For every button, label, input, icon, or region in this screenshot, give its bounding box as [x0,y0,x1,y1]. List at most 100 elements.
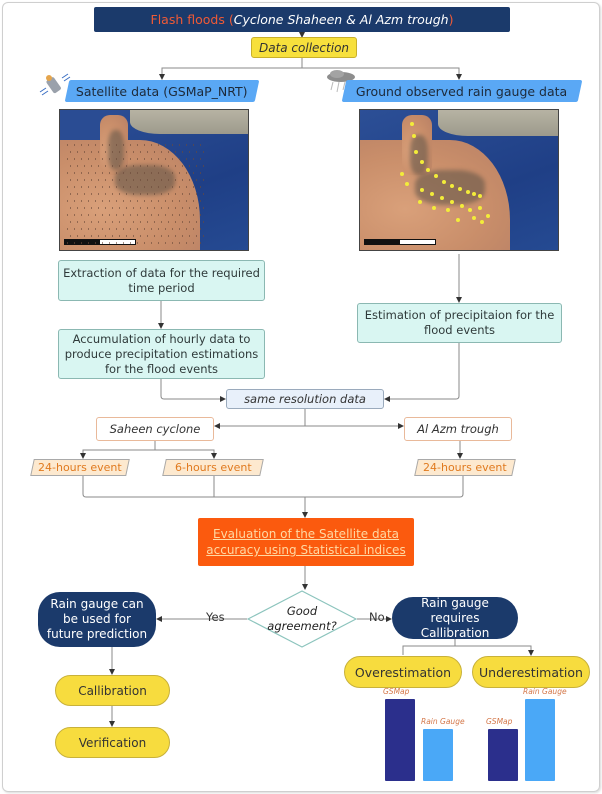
gauge-station-point [478,194,482,198]
grid-point [87,144,90,146]
grid-point [195,151,198,153]
grid-point [73,186,76,188]
grid-point [101,228,104,230]
grid-point [111,179,114,181]
grid-point [199,158,202,160]
grid-point [73,172,76,174]
grid-point [153,221,156,223]
gauge-station-point [450,200,454,204]
grid-point [192,172,195,174]
title-banner: Flash floods (Cyclone Shaheen & Al Azm t… [94,7,510,32]
grid-point [101,144,104,146]
over-rain-gauge-label: Rain Gauge [421,717,465,727]
grid-point [69,235,72,237]
grid-point [167,193,170,195]
grid-point [139,165,142,167]
saheen-6h-label: 6-hours event [174,461,252,474]
grid-point [94,158,97,160]
grid-point [101,158,104,160]
grid-point [76,165,79,167]
grid-point [139,179,142,181]
extraction-box: Extraction of data for the required time… [58,260,265,301]
grid-point [101,242,104,244]
grid-point [87,214,90,216]
estimation-box: Estimation of precipitaion for the flood… [357,303,562,343]
grid-point [76,221,79,223]
grid-point [178,242,181,244]
grid-point [157,158,160,160]
grid-point [76,193,79,195]
grid-point [164,158,167,160]
decision-question-text: Good agreement? [267,604,337,633]
grid-point [66,158,69,160]
grid-point [136,228,139,230]
grid-point [129,172,132,174]
grid-point [132,221,135,223]
grid-point [97,151,100,153]
grid-point [171,214,174,216]
yes-label: Yes [206,610,225,624]
grid-point [108,172,111,174]
saheen-6h-event: 6-hours event [162,459,264,476]
gauge-station-point [450,184,454,188]
grid-point [87,158,90,160]
grid-point [178,144,181,146]
grid-point [129,158,132,160]
grid-point [139,151,142,153]
grid-point [87,228,90,230]
grid-point [164,214,167,216]
grid-point [157,186,160,188]
grid-point [122,214,125,216]
grid-point [157,242,160,244]
gauge-station-point [426,168,430,172]
grid-point [94,186,97,188]
under-rain-gauge-label: Rain Gauge [523,687,567,696]
grid-point [118,235,121,237]
grid-point [101,214,104,216]
grid-point [111,165,114,167]
grid-point [80,228,83,230]
saheen-24h-label: 24-hours event [38,461,122,474]
title-detail: Cyclone Shaheen & Al Azm trough [233,12,449,27]
grid-point [87,242,90,244]
grid-point [164,144,167,146]
grid-point [108,144,111,146]
grid-point [192,186,195,188]
grid-point [115,214,118,216]
grid-point [80,172,83,174]
grid-point [143,186,146,188]
title-paren-open: ( [228,12,234,27]
grid-point [199,200,202,202]
grid-point [202,235,205,237]
grid-point [202,179,205,181]
grid-point [69,151,72,153]
grid-point [171,186,174,188]
grid-point [97,165,100,167]
saheen-cyclone-box: Saheen cyclone [96,417,214,441]
under-gsmap-bar [488,728,518,781]
grid-point [139,235,142,237]
rain-gauge-data-label: Ground observed rain gauge data [341,80,583,102]
grid-point [80,214,83,216]
grid-point [164,186,167,188]
over-gsmap-label: GSMap [383,687,410,696]
grid-point [83,193,86,195]
grid-point [157,144,160,146]
grid-point [164,172,167,174]
grid-point [167,221,170,223]
grid-point [80,242,83,244]
grid-point [73,200,76,202]
grid-point [111,221,114,223]
grid-point [167,235,170,237]
decision-question: Good agreement? [247,590,357,648]
grid-point [181,151,184,153]
grid-point [202,193,205,195]
grid-point [167,179,170,181]
grid-point [174,193,177,195]
grid-point [122,200,125,202]
grid-point [160,165,163,167]
grid-point [167,151,170,153]
gauge-station-point [430,192,434,196]
grid-point [66,200,69,202]
grid-point [115,242,118,244]
